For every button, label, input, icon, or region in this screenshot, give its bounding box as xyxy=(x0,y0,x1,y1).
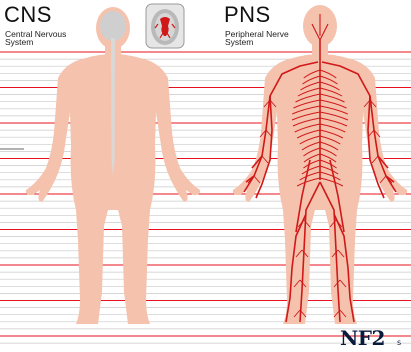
cns-body-figure xyxy=(26,7,200,324)
pns-subtitle-line2: System xyxy=(225,38,253,47)
pns-title: PNS xyxy=(224,4,271,26)
pns-body-figure xyxy=(233,5,407,324)
brain xyxy=(100,11,126,41)
brain-cross-section-icon xyxy=(146,4,184,48)
cns-title: CNS xyxy=(4,4,52,26)
nf2-logo: NF2 s xyxy=(340,326,411,352)
logo-text: NF2 xyxy=(340,326,385,350)
cns-subtitle-line2: System xyxy=(5,38,33,47)
logo-suffix: s xyxy=(397,338,401,347)
peripheral-nerve-network xyxy=(244,14,396,322)
spinal-cord xyxy=(111,38,115,176)
